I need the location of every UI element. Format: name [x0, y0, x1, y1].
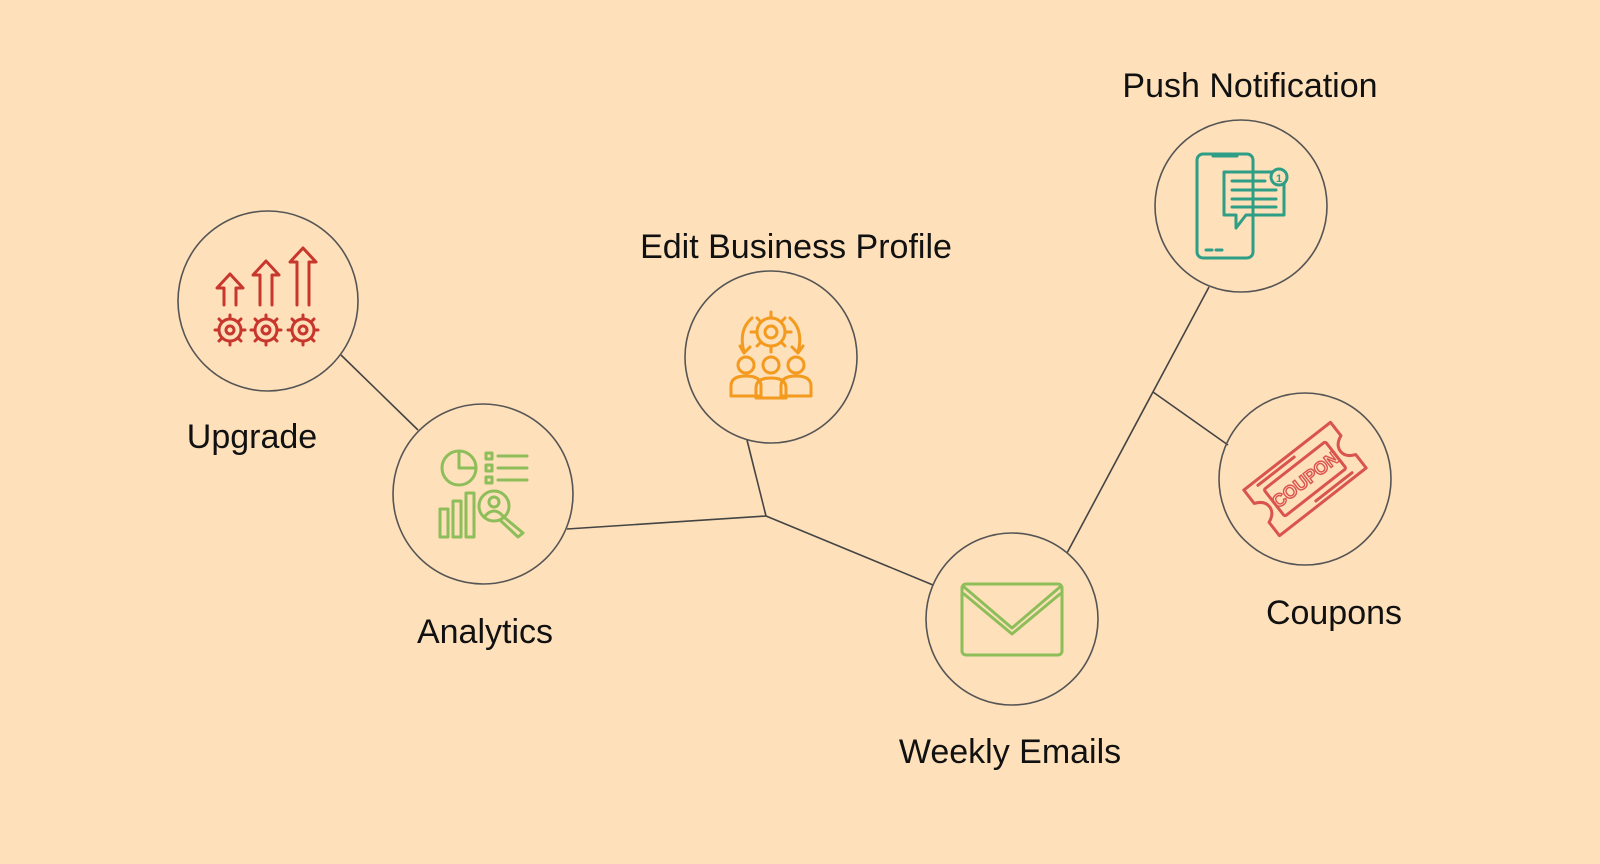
node-label-upgrade: Upgrade — [187, 418, 317, 456]
edge-analytics-junction — [566, 515, 767, 530]
edge-junction-emails — [765, 515, 934, 586]
node-edit-business-profile[interactable]: Edit Business Profile — [640, 228, 952, 444]
node-circle — [1218, 392, 1392, 566]
edge-upgrade-analytics — [340, 354, 419, 431]
analytics-report-icon — [438, 449, 529, 539]
node-label-analytics: Analytics — [417, 613, 553, 651]
node-push-notification[interactable]: 1 Push Notification — [1122, 67, 1378, 293]
node-label-coupons: Coupons — [1266, 594, 1402, 632]
node-circle — [392, 403, 574, 585]
edge-emails-push — [1066, 286, 1210, 554]
node-upgrade[interactable]: Upgrade — [177, 210, 359, 456]
edge-branch-coupons — [1152, 391, 1229, 446]
team-settings-icon — [729, 310, 813, 400]
node-coupons[interactable]: COUPON Coupons — [1218, 392, 1402, 632]
notification-badge-text: 1 — [1276, 173, 1282, 185]
node-label-edit-business-profile: Edit Business Profile — [640, 228, 952, 266]
phone-notification-icon — [1195, 152, 1289, 260]
node-circle — [684, 270, 858, 444]
node-circle — [925, 532, 1099, 706]
connectors — [340, 286, 1229, 586]
edge-profile-junction — [746, 439, 767, 517]
upgrade-arrows-gears-icon — [213, 246, 320, 347]
node-label-push-notification: Push Notification — [1122, 67, 1377, 105]
coupon-ticket-icon: COUPON — [1242, 420, 1368, 538]
envelope-icon — [960, 582, 1064, 657]
node-weekly-emails[interactable]: Weekly Emails — [899, 532, 1121, 771]
node-circle — [1154, 119, 1328, 293]
node-label-weekly-emails: Weekly Emails — [899, 733, 1121, 771]
node-circle — [177, 210, 359, 392]
node-analytics[interactable]: Analytics — [392, 403, 574, 651]
